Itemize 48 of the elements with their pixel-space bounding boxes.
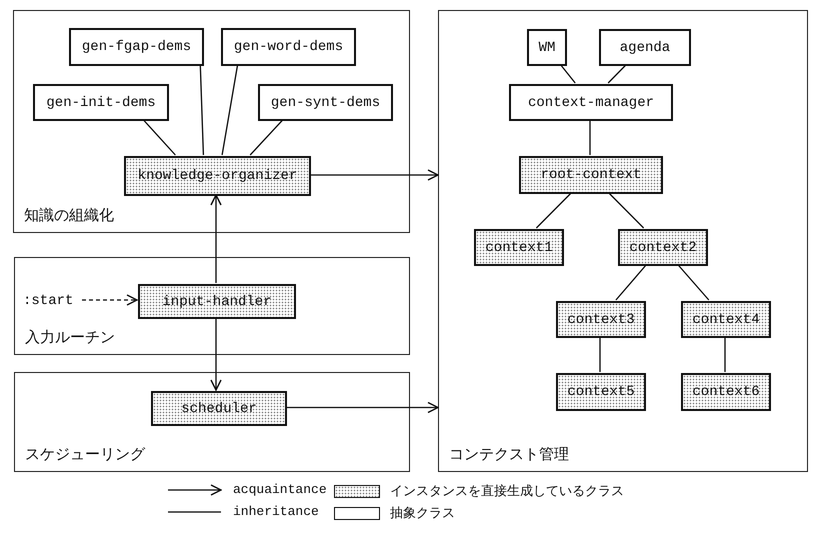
inheritance-line — [143, 120, 176, 156]
legend-label: 抽象クラス — [390, 505, 455, 522]
abstract-class-box: gen-synt-dems — [258, 84, 393, 121]
group-label: スケジューリング — [25, 445, 145, 464]
instance-class-box: context2 — [618, 229, 708, 266]
instance-class-box: context5 — [556, 373, 646, 411]
abstract-class-box: context-manager — [509, 84, 673, 121]
inheritance-line — [724, 337, 726, 372]
arrow — [210, 194, 222, 283]
inheritance-line — [678, 264, 710, 300]
legend-label: inheritance — [233, 504, 319, 519]
instance-class-box: context1 — [474, 229, 564, 266]
abstract-class-box: agenda — [599, 29, 691, 66]
inheritance-line — [589, 120, 591, 155]
inheritance-line — [221, 64, 238, 156]
group-frame — [14, 372, 410, 472]
inheritance-line — [608, 64, 626, 84]
instance-class-box: root-context — [519, 156, 663, 194]
group-frame — [14, 257, 410, 355]
group-label: コンテクスト管理 — [449, 445, 569, 464]
inheritance-line — [615, 264, 647, 300]
arrow — [210, 318, 222, 391]
abstract-class-box: gen-fgap-dems — [69, 28, 204, 66]
inheritance-line — [536, 192, 572, 228]
instance-class-box: context3 — [556, 301, 646, 338]
instance-class-box: input-handler — [138, 284, 296, 319]
abstract-class-box: WM — [527, 29, 567, 66]
instance-class-box: context4 — [681, 301, 771, 338]
inheritance-line — [560, 64, 576, 84]
instance-class-box: scheduler — [151, 391, 287, 426]
legend-label: インスタンスを直接生成しているクラス — [390, 483, 624, 500]
instance-class-box: context6 — [681, 373, 771, 411]
arrow — [82, 294, 138, 306]
group-label: 入力ルーチン — [25, 328, 115, 347]
group-label: 知識の組織化 — [24, 206, 114, 225]
inheritance-line — [608, 192, 644, 228]
legend-label: acquaintance — [233, 482, 327, 497]
arrow — [310, 169, 439, 181]
abstract-class-box: gen-word-dems — [221, 28, 356, 66]
inheritance-line — [200, 64, 204, 156]
group-frame — [438, 10, 808, 472]
instance-class-box: knowledge-organizer — [124, 156, 311, 196]
abstract-class-box: gen-init-dems — [33, 84, 169, 121]
inheritance-line — [599, 337, 601, 372]
group-frame — [13, 10, 410, 233]
start-label: :start — [23, 293, 74, 309]
inheritance-line — [250, 120, 284, 156]
arrow — [286, 402, 439, 414]
